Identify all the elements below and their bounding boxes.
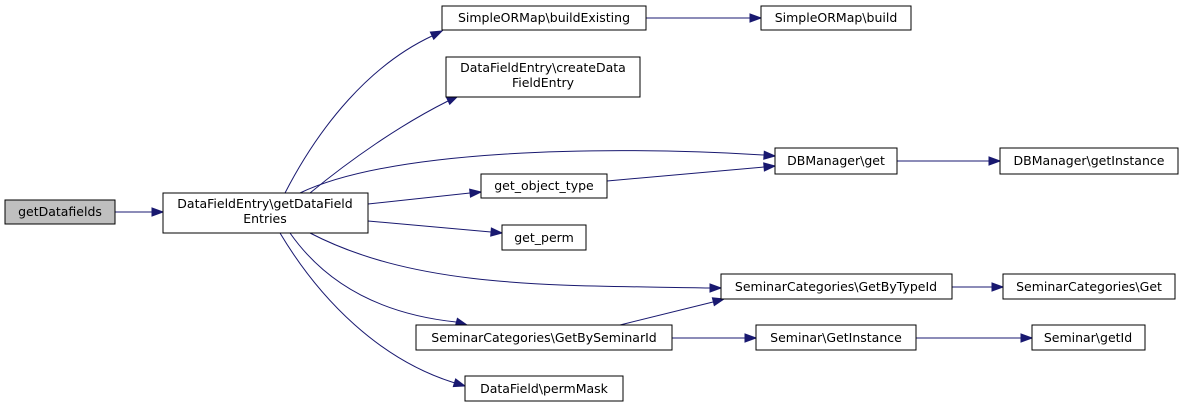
edge-line — [309, 100, 449, 194]
edge-dfe_getDataFieldEntries-to-get_perm — [367, 220, 504, 237]
edge-db_get-to-db_getInstance — [897, 156, 1002, 166]
arrowhead-icon — [991, 282, 1005, 292]
node-db-getInstance[interactable]: DBManager\getInstance — [999, 147, 1179, 175]
node-label: DataField\permMask — [480, 381, 609, 396]
arrowhead-icon — [429, 30, 444, 41]
node-db-get[interactable]: DBManager\get — [774, 147, 898, 175]
arrowhead-icon — [1020, 333, 1034, 343]
edge-dfe_getDataFieldEntries-to-dfe_createDataFieldEntry — [309, 95, 460, 194]
node-label: SeminarCategories\Get — [1016, 279, 1162, 294]
node-sem-getInstance[interactable]: Seminar\GetInstance — [755, 324, 917, 351]
arrowhead-icon — [711, 297, 726, 307]
arrowhead-icon — [151, 207, 165, 217]
node-orm-build[interactable]: SimpleORMap\build — [760, 5, 912, 31]
edge-sc_getBySeminarId-to-sc_getByTypeId — [619, 297, 726, 326]
edge-getDatafields-to-dfe_getDataFieldEntries — [115, 207, 165, 217]
node-df-permMask[interactable]: DataField\permMask — [464, 375, 624, 402]
edge-dfe_getDataFieldEntries-to-sc_getBySeminarId — [289, 232, 469, 327]
arrowhead-icon — [490, 227, 504, 237]
node-label-line-2: FieldEntry — [512, 75, 575, 90]
edge-sc_getBySeminarId-to-sem_getInstance — [672, 333, 758, 343]
arrowhead-icon — [744, 333, 758, 343]
node-label-line-1: DataFieldEntry\getDataField — [177, 196, 352, 211]
arrowhead-icon — [469, 188, 483, 198]
edge-dfe_getDataFieldEntries-to-df_permMask — [279, 232, 467, 388]
node-label: get_object_type — [494, 178, 594, 193]
node-get-object-type[interactable]: get_object_type — [480, 173, 608, 199]
arrowhead-icon — [763, 150, 777, 160]
edge-dfe_getDataFieldEntries-to-sc_getByTypeId — [309, 232, 723, 293]
node-label-line-2: Entries — [243, 211, 287, 226]
edge-line — [279, 232, 456, 384]
node-sc-getByTypeId[interactable]: SeminarCategories\GetByTypeId — [720, 273, 953, 300]
edge-line — [367, 192, 471, 205]
node-getDatafields[interactable]: getDatafields — [4, 199, 116, 225]
edges-layer — [115, 13, 1034, 388]
node-orm-buildExisting[interactable]: SimpleORMap\buildExisting — [441, 5, 647, 31]
edge-line — [284, 35, 433, 194]
edge-line — [619, 301, 714, 326]
edge-sem_getInstance-to-sem_getId — [916, 333, 1034, 343]
node-sc-get[interactable]: SeminarCategories\Get — [1002, 273, 1176, 300]
node-get-perm[interactable]: get_perm — [501, 224, 587, 251]
arrowhead-icon — [763, 162, 777, 172]
node-label-line-1: DataFieldEntry\createData — [460, 60, 626, 75]
edge-get_object_type-to-db_get — [606, 162, 777, 182]
node-dfe-createDataFieldEntry[interactable]: DataFieldEntry\createData FieldEntry — [445, 56, 641, 98]
arrowhead-icon — [749, 13, 763, 23]
node-label: Seminar\GetInstance — [770, 330, 902, 345]
node-label: get_perm — [514, 230, 574, 245]
node-label: DBManager\get — [787, 153, 885, 168]
edge-line — [299, 150, 765, 194]
node-label: Seminar\getId — [1044, 330, 1132, 345]
node-label: SeminarCategories\GetBySeminarId — [431, 330, 656, 345]
edge-sc_getByTypeId-to-sc_get — [952, 282, 1005, 292]
edge-orm_buildExisting-to-orm_build — [646, 13, 763, 23]
edge-dfe_getDataFieldEntries-to-get_object_type — [367, 188, 483, 205]
node-label: SimpleORMap\build — [775, 10, 898, 25]
node-label: SeminarCategories\GetByTypeId — [735, 279, 937, 294]
edge-line — [289, 232, 457, 323]
edge-dfe_getDataFieldEntries-to-db_get — [299, 150, 777, 194]
edge-line — [367, 220, 492, 233]
node-label: getDatafields — [18, 204, 102, 219]
arrowhead-icon — [988, 156, 1002, 166]
node-sem-getId[interactable]: Seminar\getId — [1031, 324, 1146, 351]
node-dfe-getDataFieldEntries[interactable]: DataFieldEntry\getDataField Entries — [162, 192, 369, 234]
edge-line — [309, 232, 711, 289]
node-label: SimpleORMap\buildExisting — [458, 10, 630, 25]
arrowhead-icon — [452, 378, 467, 388]
edge-dfe_getDataFieldEntries-to-orm_buildExisting — [284, 30, 444, 194]
node-sc-getBySeminarId[interactable]: SeminarCategories\GetBySeminarId — [415, 324, 673, 351]
node-label: DBManager\getInstance — [1014, 153, 1165, 168]
arrowhead-icon — [709, 283, 723, 293]
edge-line — [606, 166, 765, 182]
